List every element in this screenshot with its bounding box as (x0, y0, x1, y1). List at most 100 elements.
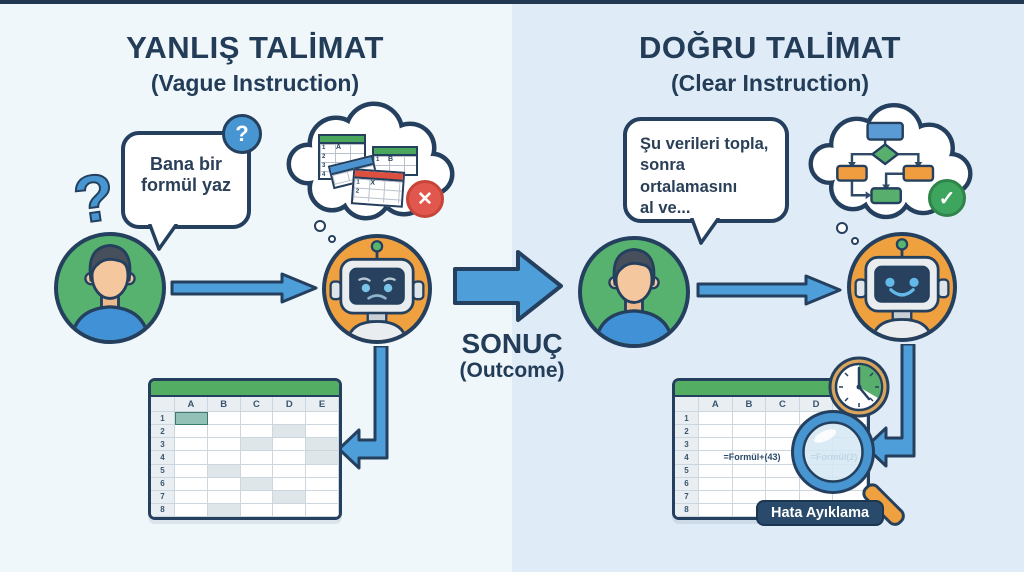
sheet-cell (207, 412, 241, 426)
sheet-cell (306, 490, 339, 504)
sheet-cell (175, 412, 208, 426)
mini-row-num: 1 (376, 157, 380, 163)
sheet-cell (306, 451, 339, 465)
arrow-robot-to-sheet (337, 346, 389, 470)
sheet-cell (240, 425, 274, 439)
sheet-cell (240, 412, 274, 426)
sheet-cell (699, 464, 733, 478)
row-header: 1 (675, 412, 699, 426)
arrow-robot-to-sheet (864, 344, 916, 468)
clock-icon (828, 356, 890, 418)
row-header: 2 (675, 425, 699, 439)
mini-table-b: 1 B (372, 146, 418, 176)
right-subtitle: (Clear Instruction) (670, 70, 870, 96)
sheet-cell (732, 438, 767, 452)
sheet-cell (699, 425, 733, 439)
result-label: SONUÇ (461, 328, 563, 359)
formula-cell-text: =Formül+(43) (723, 452, 781, 462)
sheet-cell (240, 503, 274, 517)
sheet-cell (175, 464, 208, 478)
speech-bubble-tail (690, 218, 720, 245)
row-header: 5 (675, 464, 699, 478)
column-header: B (207, 397, 241, 412)
outcome-arrow (453, 250, 563, 322)
sheet-cell (240, 438, 274, 452)
left-title: YANLIŞ TALİMAT (126, 30, 384, 65)
flowchart-thought-cloud-icon (808, 102, 973, 220)
sheet-cell (732, 490, 767, 504)
sheet-cell (240, 477, 274, 491)
row-header: 1 (151, 412, 175, 426)
arrow-user-to-robot (696, 274, 842, 306)
sheet-cell (240, 451, 274, 465)
sheet-cell (732, 477, 767, 491)
result-sublabel: (Outcome) (459, 359, 565, 382)
mini-row-num: 4 (322, 172, 326, 178)
mini-table-x: 1 2 X (350, 168, 406, 208)
mini-row-num: 3 (322, 163, 326, 169)
sheet-cell (175, 503, 208, 517)
sheet-cell (306, 503, 339, 517)
sheet-cell (699, 438, 733, 452)
sheet-cell (273, 477, 307, 491)
sheet-cell (273, 438, 307, 452)
thought-dot (314, 220, 326, 232)
mini-row-num: 2 (355, 188, 360, 195)
sheet-corner (151, 397, 175, 412)
sheet-cell (306, 464, 339, 478)
bubble-text-line: al ve... (640, 199, 691, 218)
row-header: 7 (151, 490, 175, 504)
mini-table-label: A (336, 144, 342, 151)
row-header: 4 (151, 451, 175, 465)
sheet-cell (207, 451, 241, 465)
thought-dot (328, 235, 336, 243)
sheet-cell (766, 412, 800, 426)
sheet-cell (699, 412, 733, 426)
sheet-cell (732, 464, 767, 478)
top-border-strip (0, 0, 1024, 4)
row-header: 6 (675, 477, 699, 491)
mini-table-label: B (388, 156, 394, 163)
column-header: A (175, 397, 208, 412)
confused-robot-avatar (322, 234, 432, 344)
sheet-cell (240, 490, 274, 504)
speech-bubble-tail (148, 224, 178, 251)
row-header: 4 (675, 451, 699, 465)
sheet-cell (306, 412, 339, 426)
sheet-cell (175, 477, 208, 491)
user-avatar (54, 232, 166, 344)
bubble-text-line: Şu verileri topla, (640, 135, 769, 153)
sheet-corner (675, 397, 699, 412)
debug-label: Hata Ayıklama (756, 500, 885, 526)
question-badge-icon: ? (222, 114, 262, 154)
left-subtitle: (Vague Instruction) (150, 70, 360, 96)
sheet-cell (306, 477, 339, 491)
thought-dot (836, 222, 848, 234)
sheet-cell (175, 451, 208, 465)
row-header: 2 (151, 425, 175, 439)
sheet-cell (699, 490, 733, 504)
sheet-cell (732, 451, 767, 465)
sheet-cell (766, 477, 800, 491)
row-header: 5 (151, 464, 175, 478)
thought-dot (851, 237, 859, 245)
bubble-text-line: formül yaz (140, 175, 232, 196)
vague-speech-bubble: Bana bir formül yaz (121, 131, 251, 229)
bubble-text-line: Bana bir (149, 154, 223, 174)
sheet-cell (207, 477, 241, 491)
mini-table-label: X (370, 179, 376, 187)
column-header: A (699, 397, 733, 412)
column-header: B (732, 397, 767, 412)
magnifier-icon (791, 410, 905, 526)
sheet-cell (207, 438, 241, 452)
mini-row-num: 2 (322, 154, 326, 160)
row-header: 8 (151, 503, 175, 517)
mini-row-num: 1 (356, 179, 360, 186)
sheet-cell (207, 425, 241, 439)
row-header: 3 (675, 438, 699, 452)
sheet-title-bar (675, 381, 867, 397)
sheet-cell (273, 451, 307, 465)
column-header: C (766, 397, 800, 412)
mini-table-header (374, 148, 416, 156)
